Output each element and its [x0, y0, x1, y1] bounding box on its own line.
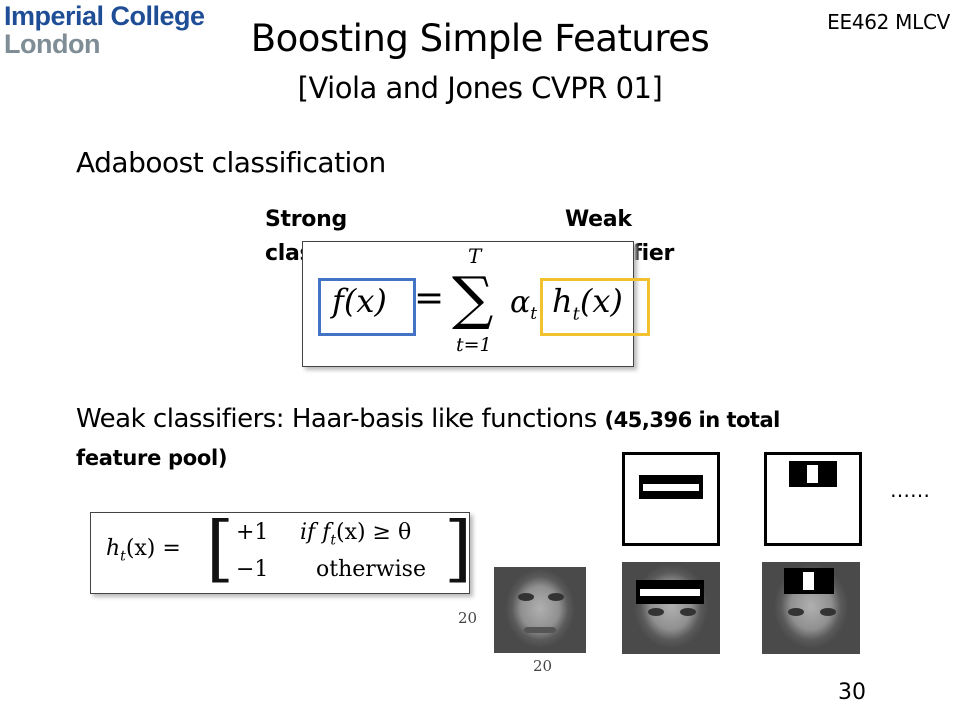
formula-alpha: αt	[510, 285, 537, 324]
feature-pool-line2: feature pool)	[76, 446, 228, 470]
formula-weak-h: ht(x)	[552, 282, 623, 324]
h-subscript: t	[572, 303, 580, 325]
overlay-light-center	[803, 572, 814, 590]
slide-number: 30	[838, 680, 866, 705]
haar-feature-horizontal	[622, 452, 720, 546]
case1-subscript: t	[330, 532, 336, 549]
overlay-dark-bar	[636, 580, 704, 604]
face-with-vertical-feature	[762, 562, 860, 654]
left-bracket: [	[206, 506, 235, 590]
face2-right-eye	[680, 608, 696, 616]
case1-f: f	[322, 520, 331, 545]
haar-light-strip	[643, 484, 699, 491]
slide-subtitle: [Viola and Jones CVPR 01]	[297, 71, 663, 105]
ht-arg: (x) =	[125, 536, 181, 561]
slide-title: Boosting Simple Features	[250, 17, 710, 60]
sum-lower-limit: t=1	[456, 334, 492, 356]
case1-if: if	[300, 520, 316, 545]
face-left-eye	[518, 593, 534, 601]
imperial-college-logo: Imperial College London	[4, 2, 205, 58]
feature-pool-count: (45,396 in total	[604, 408, 781, 432]
course-code: EE462 MLCV	[827, 10, 950, 34]
ht-h: h	[106, 536, 121, 561]
face-right-eye	[548, 593, 564, 601]
h-symbol: h	[552, 282, 573, 320]
weak-classifier-formula-box	[90, 512, 470, 594]
alpha-symbol: α	[510, 285, 531, 320]
right-bracket: ]	[444, 506, 473, 590]
case1-threshold: (x) ≥ θ	[335, 520, 412, 545]
sum-symbol: ∑	[452, 264, 494, 332]
weak-classifiers-main: Weak classifiers: Haar-basis like functi…	[76, 404, 597, 434]
face-image	[494, 567, 586, 653]
face-mouth	[524, 627, 556, 633]
formula-equals: =	[414, 278, 445, 319]
adaboost-formula-box	[302, 241, 634, 367]
ellipsis: ……	[890, 478, 930, 502]
haar-dark-bar	[639, 475, 703, 499]
logo-line1: Imperial College	[4, 1, 205, 31]
face-with-horizontal-feature	[622, 562, 720, 654]
sum-upper-limit: T	[468, 244, 482, 268]
formula-lhs: f(x)	[332, 282, 387, 320]
alpha-subscript: t	[530, 304, 538, 324]
adaboost-heading: Adaboost classification	[76, 146, 386, 179]
weak-classifier-highlight	[540, 278, 650, 336]
weak-label-line1: Weak	[565, 207, 632, 232]
weak-classifiers-text: Weak classifiers: Haar-basis like functi…	[76, 404, 780, 434]
face3-left-eye	[788, 608, 804, 616]
image-width-label: 20	[533, 657, 553, 675]
overlay-light-strip	[640, 589, 700, 596]
ht-lhs: ht(x) =	[106, 536, 181, 564]
strong-classifier-highlight	[318, 278, 416, 336]
case1-condition: if ft(x) ≥ θ	[300, 520, 411, 548]
overlay-dark-block	[784, 568, 834, 594]
haar-feature-vertical	[764, 452, 862, 546]
haar-dark-block	[789, 461, 837, 487]
case1-value: +1	[236, 520, 269, 545]
logo-line2: London	[4, 29, 100, 59]
case2-value: −1	[236, 557, 269, 582]
face2-left-eye	[648, 608, 664, 616]
ht-subscript: t	[120, 548, 126, 565]
haar-light-center	[807, 465, 818, 483]
face3-right-eye	[820, 608, 836, 616]
image-height-label: 20	[458, 609, 478, 627]
h-argument: (x)	[579, 282, 623, 320]
case2-condition: otherwise	[316, 557, 426, 582]
strong-label-line1: Strong	[265, 207, 347, 232]
